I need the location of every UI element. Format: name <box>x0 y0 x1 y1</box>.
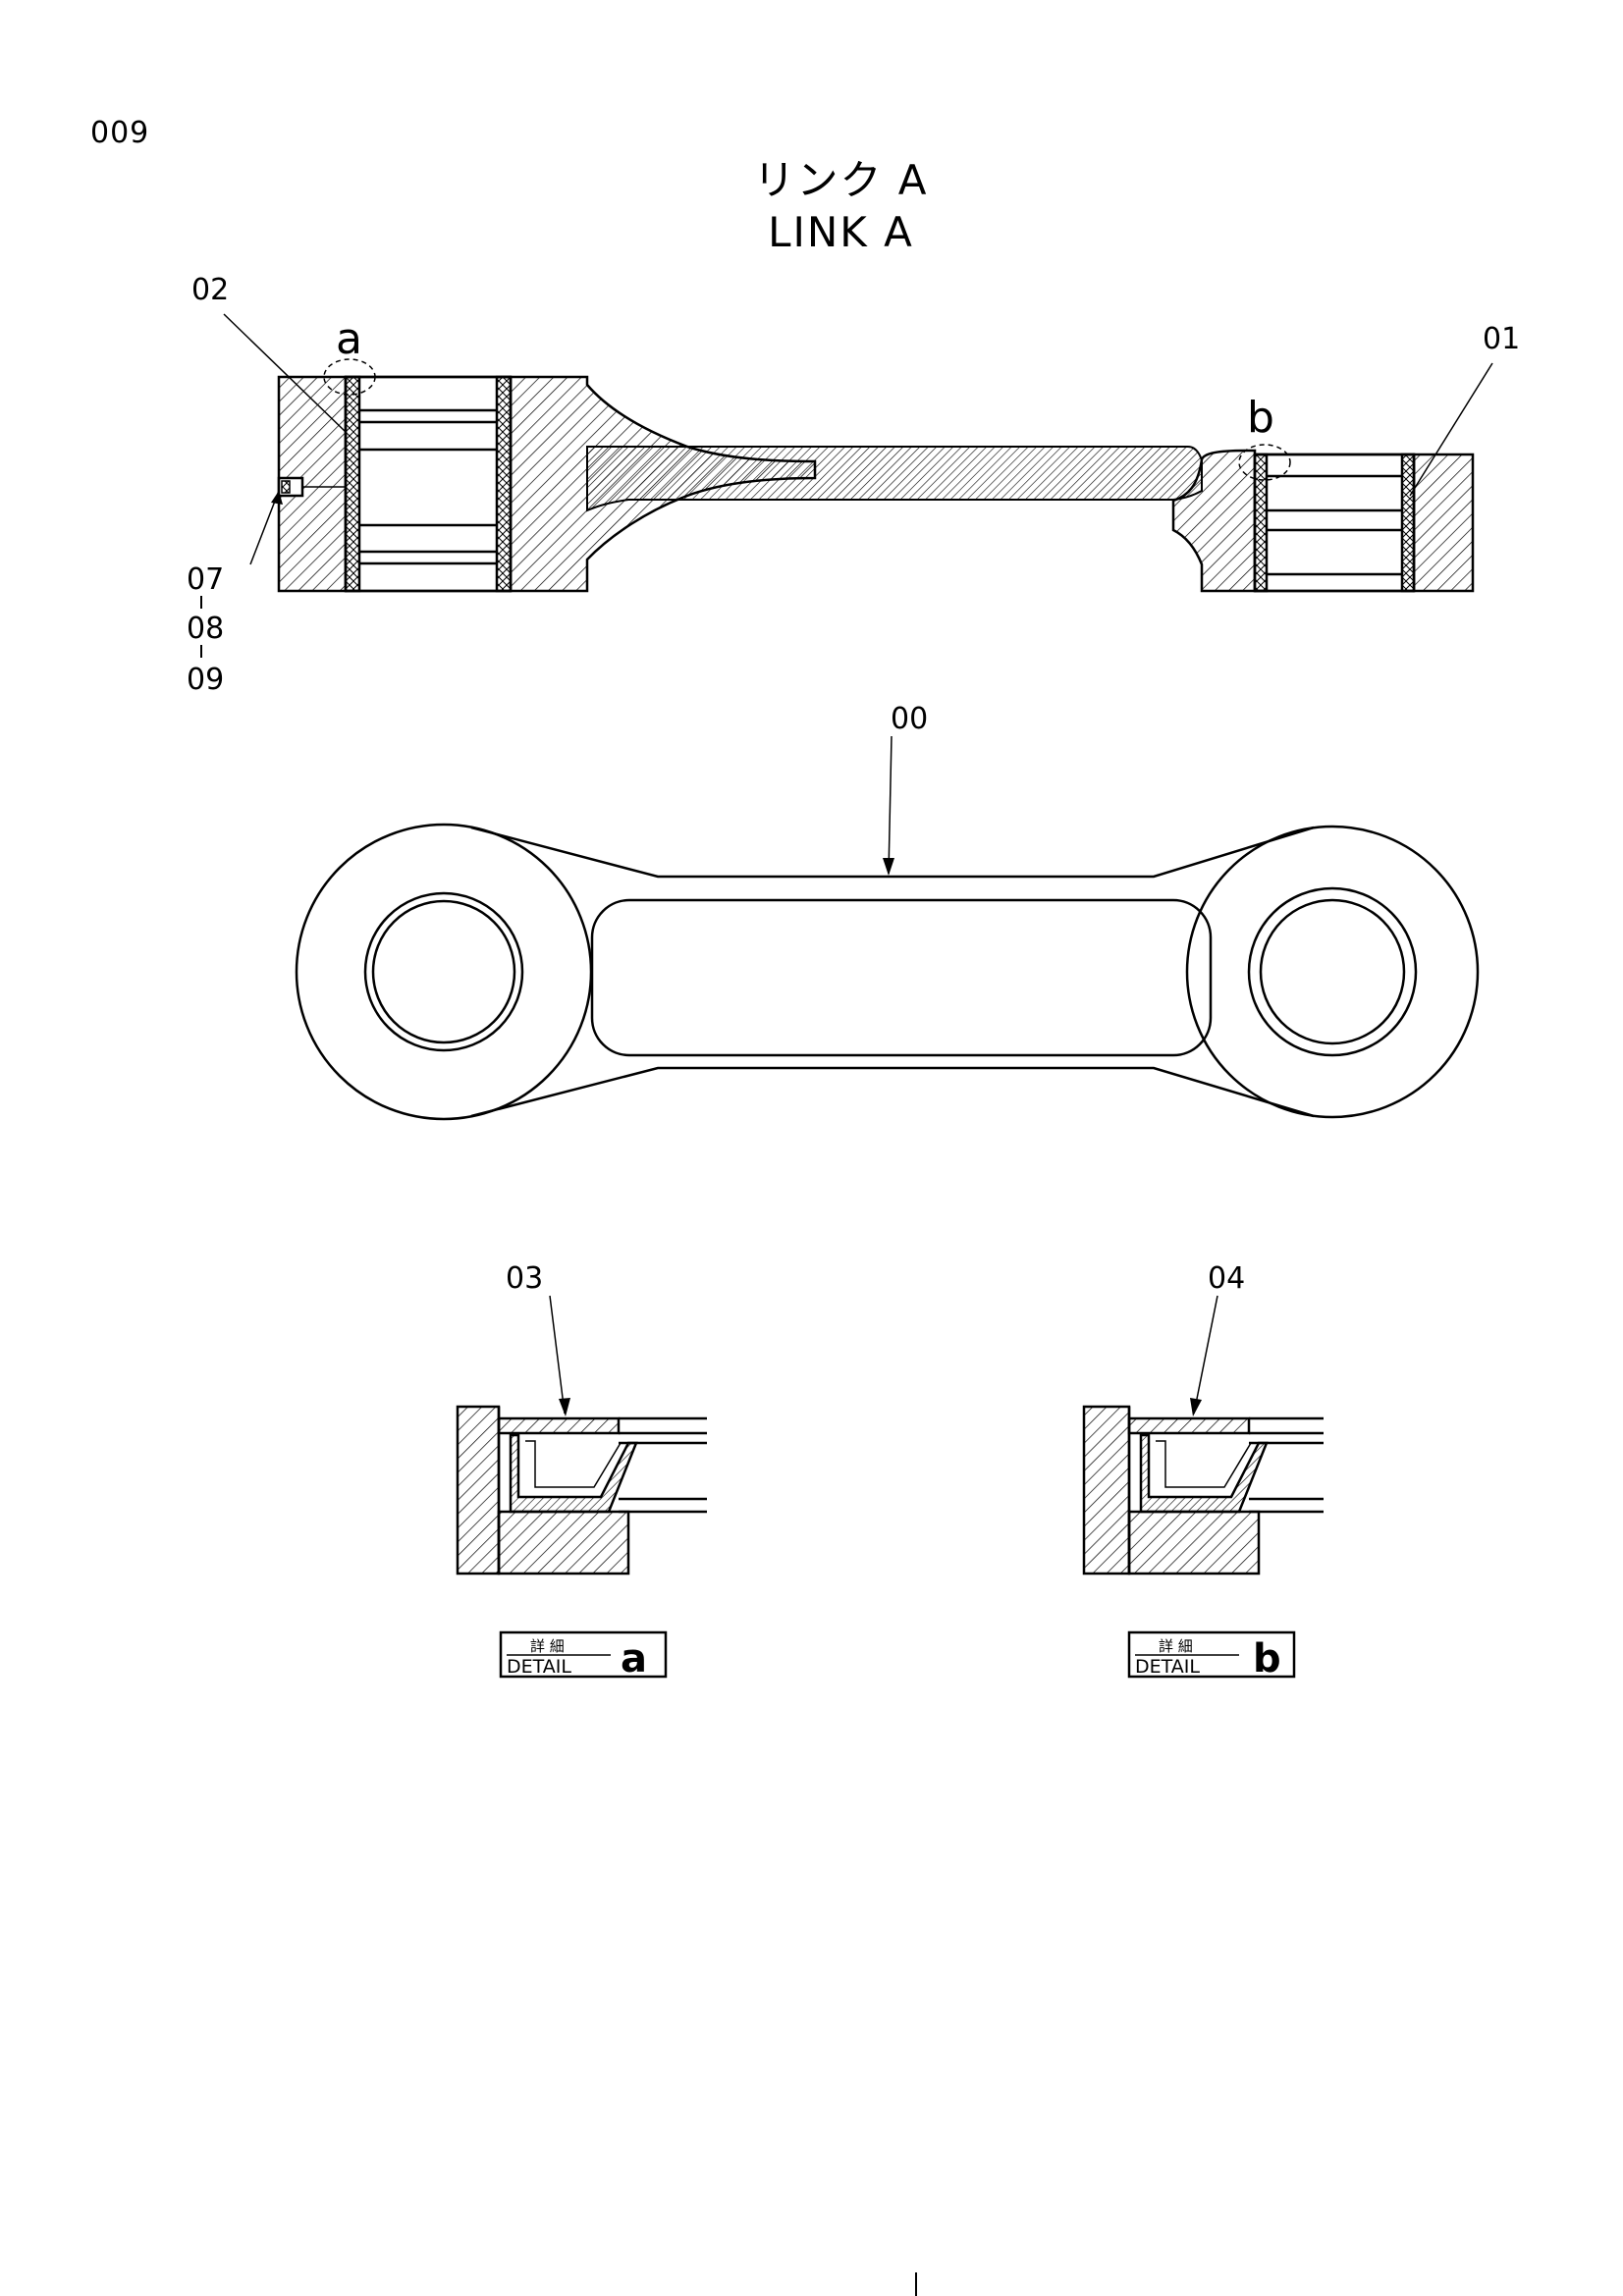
detail-mark-b: b <box>1247 393 1274 443</box>
plan-view <box>295 735 1480 1121</box>
detail-b-japanese: 詳 細 <box>1159 1637 1193 1655</box>
detail-b-english: DETAIL <box>1135 1656 1200 1678</box>
detail-a-japanese: 詳 細 <box>530 1637 565 1655</box>
callout-08: 08 <box>187 612 224 646</box>
callout-02: 02 <box>191 273 229 307</box>
detail-label-a: 詳 細 DETAIL a <box>499 1630 668 1682</box>
section-view <box>223 313 1493 593</box>
page-number: 009 <box>90 116 150 150</box>
callout-01: 01 <box>1483 322 1520 356</box>
detail-a-english: DETAIL <box>507 1656 571 1678</box>
detail-mark-a: a <box>336 314 362 364</box>
callout-07: 07 <box>187 562 224 597</box>
detail-a-view <box>456 1295 707 1575</box>
detail-a-letter: a <box>621 1636 647 1682</box>
detail-b-view <box>1082 1295 1324 1575</box>
title-english: LINK A <box>768 208 914 256</box>
callout-04: 04 <box>1208 1261 1245 1296</box>
title-japanese: リンク A <box>753 156 929 204</box>
detail-label-b: 詳 細 DETAIL b <box>1127 1630 1296 1682</box>
callout-09: 09 <box>187 663 224 697</box>
detail-b-letter: b <box>1253 1636 1281 1682</box>
callout-00: 00 <box>891 702 928 736</box>
callout-03: 03 <box>506 1261 543 1296</box>
